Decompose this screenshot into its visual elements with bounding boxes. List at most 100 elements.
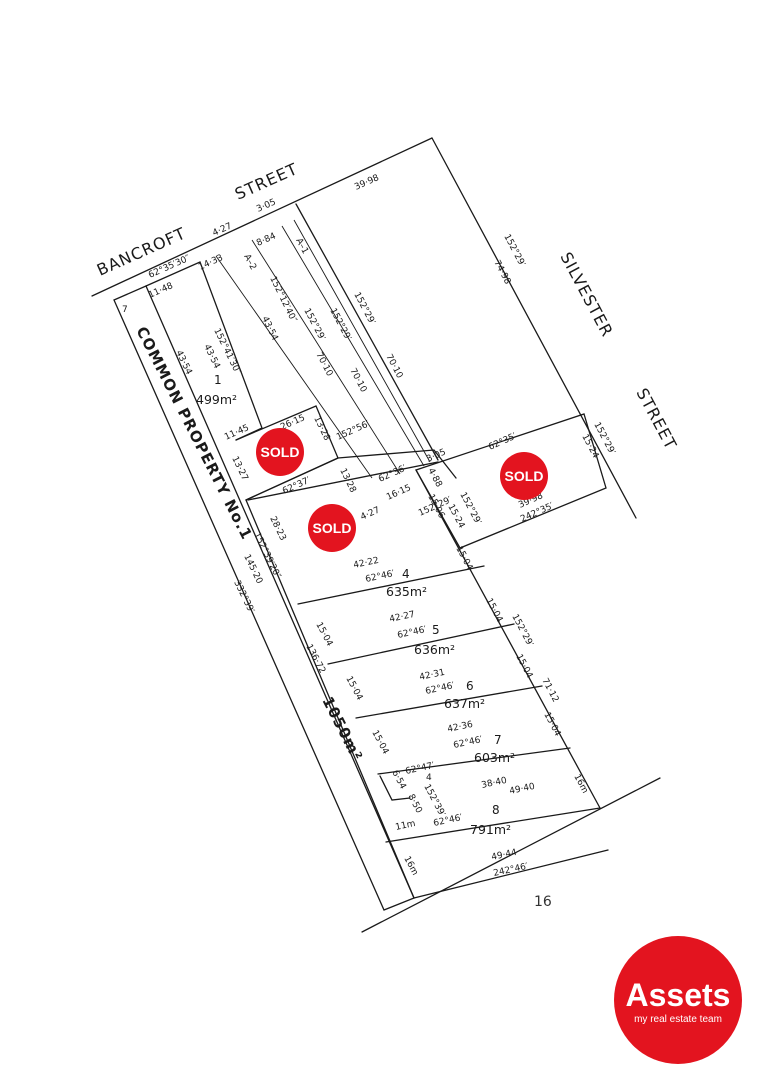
dim-152-12-40: 152°12′40″ <box>267 275 298 325</box>
dim-152-29-top: 152°29′ <box>501 233 526 269</box>
dim-62-35: 62°35′ <box>487 432 518 453</box>
lot-7-area: 603m² <box>474 750 515 765</box>
dim-62-36: 62°36′ <box>377 464 408 485</box>
dim-42-31: 42·31 <box>419 668 446 683</box>
dim-242-46: 242°46′ <box>493 862 529 879</box>
lot-8-lower-line <box>413 849 609 899</box>
lot-4-top <box>247 461 439 501</box>
access-a1-outer <box>295 203 439 461</box>
lot-left-edge <box>245 499 415 899</box>
sold-label: SOLD <box>313 520 352 536</box>
dim-74-98: 74·98 <box>491 259 512 287</box>
rear-lot-boundary <box>415 413 607 549</box>
dim-28-23: 28·23 <box>267 515 287 543</box>
dim-11m: 11m <box>395 819 417 833</box>
assets-logo: Assets my real estate team <box>614 936 742 1064</box>
dim-13-28-b: 13·28 <box>337 467 357 495</box>
lot-3-boundary <box>245 449 457 501</box>
dim-a2: A–2 <box>241 253 258 272</box>
lot-7-notch <box>379 775 411 801</box>
access-a2-left <box>215 255 373 479</box>
dim-43-54-b: 43·54 <box>201 343 221 371</box>
dim-152-29-b: 152°29′ <box>327 307 352 343</box>
dim-145-20: 145·20 <box>241 553 264 586</box>
lot-8-area: 791m² <box>470 822 511 837</box>
sold-label: SOLD <box>505 468 544 484</box>
dim-332-39: 332°39′ <box>231 579 255 615</box>
lot-8-number: 8 <box>492 803 500 817</box>
dim-62-46-a: 62°46′ <box>365 569 396 585</box>
logo-tagline: my real estate team <box>634 1014 722 1025</box>
street-bancroft-street-label: STREET <box>232 159 301 204</box>
dim-15-04-e: 15·04 <box>513 653 534 681</box>
sold-badge-rear-lot: SOLD <box>500 452 548 500</box>
lot-6-area: 637m² <box>444 696 485 711</box>
lot-4-area: 635m² <box>386 584 427 599</box>
dim-15-04-f: 15·04 <box>369 729 390 757</box>
access-a1-left <box>281 225 425 467</box>
lot-8-bottom <box>385 807 601 843</box>
dim-8-50: 8·50 <box>405 793 423 816</box>
dim-43-54-c: 43·54 <box>259 315 279 343</box>
dim-62-37: 62°37′ <box>281 476 312 497</box>
dim-16-15: 16·15 <box>385 483 413 503</box>
right-spine-boundary <box>415 469 601 809</box>
dim-4: 4 <box>426 773 432 783</box>
sold-label: SOLD <box>261 444 300 460</box>
lot-7-8-divider <box>377 747 571 775</box>
dim-152-39: 152°39′ <box>421 783 446 819</box>
dim-42-27: 42·27 <box>389 610 416 625</box>
dim-38-40: 38·40 <box>481 776 509 791</box>
dim-152-56: 152°56′ <box>335 419 371 442</box>
silvester-street-boundary <box>431 137 637 519</box>
lot-5-number: 5 <box>432 623 440 637</box>
dim-62-46-d: 62°46′ <box>453 735 484 751</box>
lot-5-area: 636m² <box>414 642 455 657</box>
dim-8-84: 8·84 <box>255 231 278 248</box>
dim-13-27: 13·27 <box>229 455 249 483</box>
dim-49-40: 49·40 <box>509 782 537 797</box>
dim-42-22: 42·22 <box>353 556 380 571</box>
dim-43-54-a: 43·54 <box>173 349 193 377</box>
dim-136-72: 136·72 <box>303 643 327 676</box>
dim-39-98-top: 39·98 <box>353 173 381 193</box>
access-a1-right <box>293 219 431 463</box>
dim-62-46-c: 62°46′ <box>425 681 456 697</box>
common-property-tag: 7 <box>122 305 128 315</box>
lot-4-number: 4 <box>402 567 410 581</box>
lower-road-boundary <box>361 777 661 933</box>
dim-15-04-g: 15·04 <box>541 711 562 739</box>
common-property-area: 1050m² <box>318 694 366 765</box>
dim-62-46-b: 62°46′ <box>397 625 428 641</box>
dim-15-04-c: 15·04 <box>313 621 334 649</box>
dim-15-04-a: 15·04 <box>453 545 474 573</box>
lot-1-number: 1 <box>214 373 222 387</box>
dim-15-04-b: 15·04 <box>483 597 504 625</box>
dim-3-05-top: 3·05 <box>255 197 277 214</box>
lot-1-area: 499m² <box>196 392 237 407</box>
dim-4-88: 4·88 <box>425 467 443 490</box>
dim-a1: A–1 <box>293 237 310 256</box>
access-a2-right <box>251 239 401 475</box>
dim-4-27-b: 4·27 <box>359 505 381 522</box>
street-silvester-street-label: STREET <box>632 385 680 453</box>
logo-brand: Assets <box>626 977 731 1013</box>
dim-152-29-g: 152°29′ <box>509 613 534 649</box>
dim-14-33: 14·33 <box>197 253 225 273</box>
dim-71-12: 71·12 <box>539 677 560 704</box>
dim-15-24-a: 15·24 <box>445 503 466 531</box>
dim-70-10-b: 70·10 <box>347 367 368 395</box>
lot-4-5-divider <box>297 565 485 605</box>
lot-5-6-divider <box>327 623 515 665</box>
street-silvester-label: SILVESTER <box>556 249 617 340</box>
dim-49-44: 49·44 <box>491 848 519 863</box>
dim-152-29-c: 152°29′ <box>351 291 376 327</box>
lot-7-number: 7 <box>494 733 502 747</box>
dim-13-28-a: 13·28 <box>311 415 331 443</box>
bancroft-street-boundary <box>91 137 433 297</box>
sold-badge-lot-2: SOLD <box>256 428 304 476</box>
lot-6-7-divider <box>355 685 543 719</box>
sold-badge-lot-3: SOLD <box>308 504 356 552</box>
dim-4-27-top: 4·27 <box>211 221 233 238</box>
